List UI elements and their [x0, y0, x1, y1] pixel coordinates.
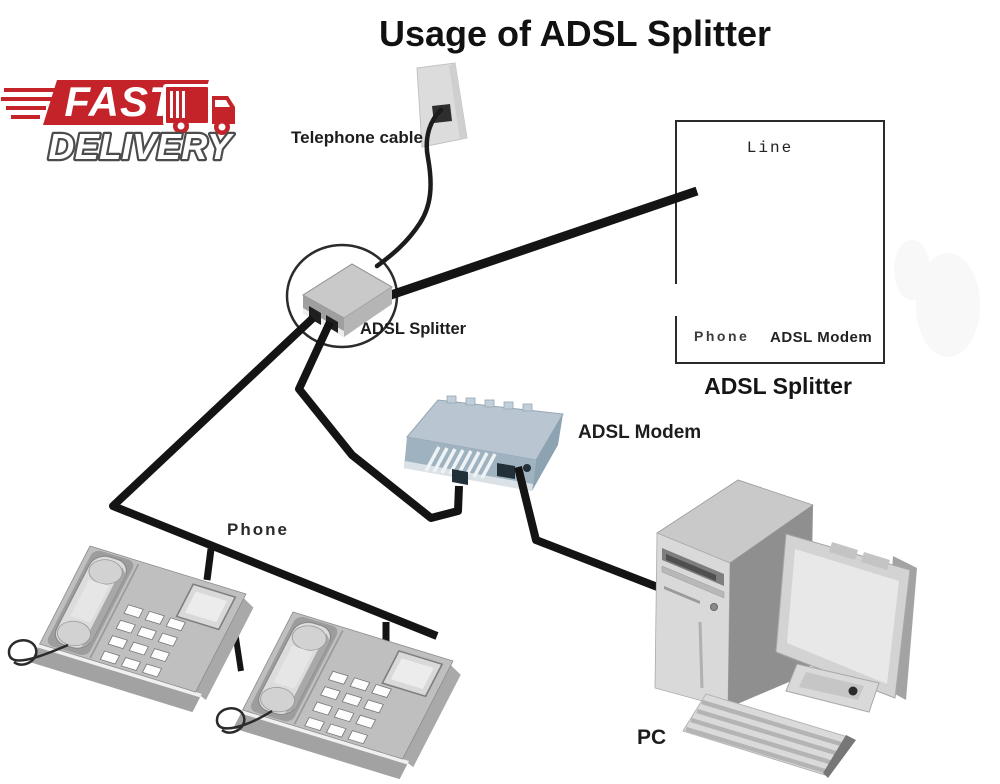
tower-power-button	[710, 603, 718, 611]
splitter-port-1	[309, 306, 321, 325]
cable-drop-phone-1	[203, 548, 215, 581]
pc-monitor	[775, 533, 917, 713]
fast-delivery-logo: FAST DELIVERY	[1, 78, 239, 169]
modem-port-1	[452, 469, 468, 485]
wall-plate	[416, 62, 468, 148]
desk-phone-1	[29, 545, 260, 715]
phone-1-handset-cord	[7, 639, 69, 666]
watermark	[894, 240, 980, 357]
cable-group	[109, 315, 662, 717]
splitter-schematic: Line Phone ADSL Modem ADSL Splitter	[675, 120, 885, 399]
adsl-splitter-label: ADSL Splitter	[360, 320, 467, 338]
cable-splitter-to-phones	[109, 315, 439, 640]
modem-port-2	[497, 463, 515, 479]
cable-splitter-to-modem	[295, 320, 463, 522]
logo-word-fast: FAST	[64, 78, 178, 125]
schematic-line-label: Line	[747, 139, 793, 157]
modem-back-buttons	[446, 395, 533, 412]
delivery-truck-icon	[163, 84, 239, 138]
pc-keyboard	[682, 693, 856, 778]
adsl-splitter-device	[302, 263, 393, 337]
adsl-modem-device	[404, 395, 564, 491]
telephone-cable-label: Telephone cable	[291, 128, 423, 147]
diagram-title: Usage of ADSL Splitter	[379, 13, 771, 54]
monitor-screen	[787, 549, 899, 684]
cable-modem-to-pc	[514, 466, 662, 592]
logo-word-delivery: DELIVERY	[48, 126, 234, 167]
wall-jack	[432, 104, 452, 123]
speed-lines	[1, 88, 58, 119]
schematic-modem-label: ADSL Modem	[770, 329, 872, 346]
pc-label: PC	[637, 726, 666, 749]
adsl-modem-label: ADSL Modem	[578, 422, 701, 443]
schematic-caption: ADSL Splitter	[704, 373, 852, 399]
cable-splitter-to-schematic	[386, 186, 699, 301]
phone-bus-label: Phone	[227, 520, 289, 539]
phone-2-handset-cord	[215, 707, 273, 734]
schematic-phone-label: Phone	[694, 328, 749, 344]
cable-wall-to-splitter	[374, 107, 444, 269]
monitor-power-button	[848, 686, 858, 696]
